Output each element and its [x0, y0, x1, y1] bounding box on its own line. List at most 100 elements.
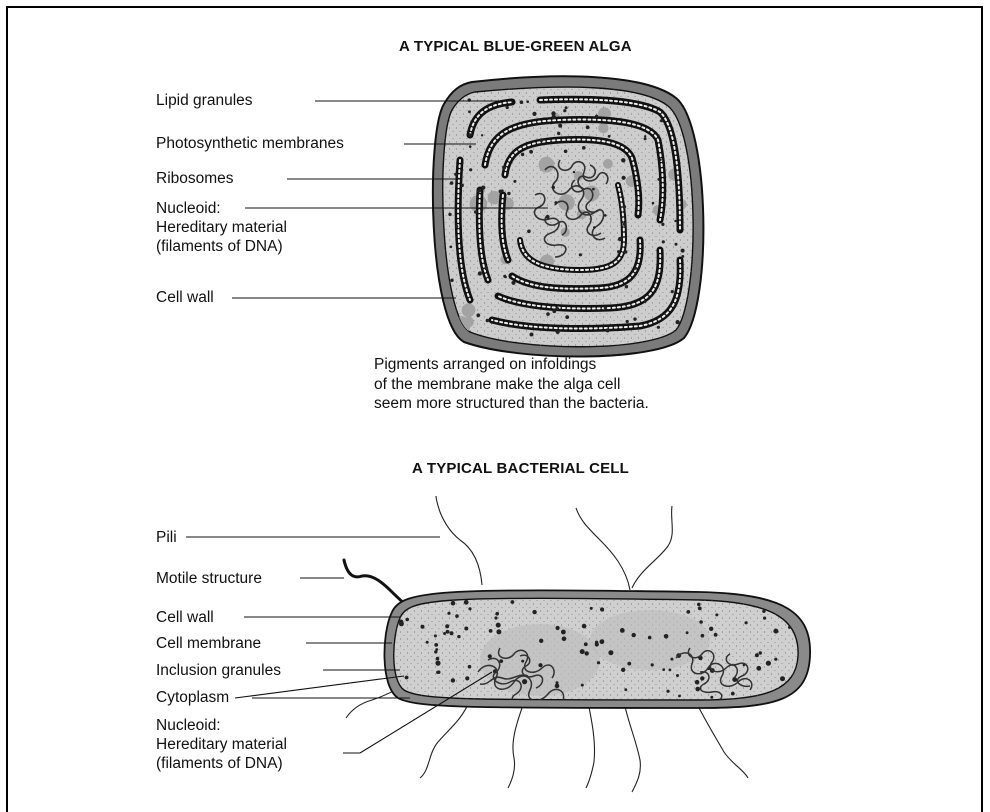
alga-title: A TYPICAL BLUE-GREEN ALGA — [399, 38, 632, 55]
ribosome — [521, 153, 524, 156]
label-bacterial-cell-wall: Cell wall — [156, 608, 214, 627]
inclusion-granule — [496, 623, 501, 628]
inclusion-granule — [451, 678, 455, 682]
ribosome — [644, 135, 646, 137]
ribosome — [565, 315, 569, 319]
inclusion-granule — [766, 661, 771, 666]
ribosome — [618, 237, 622, 241]
ribosome — [469, 145, 472, 148]
label-alga-cell-wall: Cell wall — [156, 288, 214, 307]
inclusion-granule — [608, 650, 613, 655]
ribosome — [676, 320, 680, 324]
label-cell-membrane: Cell membrane — [156, 634, 261, 653]
ribosome — [557, 132, 560, 135]
inclusion-granule — [695, 680, 700, 685]
ribosome — [476, 313, 480, 317]
inclusion-granule — [421, 625, 425, 629]
ribosome — [513, 180, 516, 183]
inclusion-granule — [435, 661, 440, 666]
inclusion-granule — [488, 654, 492, 658]
lipid-granule — [462, 303, 476, 317]
inclusion-granule — [699, 620, 703, 624]
inclusion-granule — [697, 603, 701, 607]
alga-nucleoid-line3: (filaments of DNA) — [156, 237, 287, 256]
ribosome — [450, 181, 454, 185]
ribosome — [644, 300, 647, 303]
ribosome — [450, 279, 453, 282]
ribosome — [563, 109, 566, 112]
ribosome — [623, 205, 627, 209]
inclusion-granule — [620, 628, 625, 633]
ribosome — [657, 178, 660, 181]
inclusion-granule — [538, 663, 542, 667]
ribosome — [681, 255, 684, 258]
inclusion-granule — [426, 641, 429, 644]
ribosome — [579, 253, 582, 256]
inclusion-granule — [701, 634, 705, 638]
ribosome — [532, 112, 536, 116]
inclusion-granule — [627, 662, 631, 666]
inclusion-granule — [715, 613, 718, 616]
inclusion-granule — [465, 676, 469, 680]
ribosome — [450, 246, 453, 249]
ribosome — [674, 220, 676, 222]
inclusion-granule — [595, 642, 599, 646]
alga-cell — [420, 70, 720, 370]
inclusion-granule — [755, 653, 759, 657]
inclusion-granule — [489, 629, 493, 633]
ribosome — [644, 137, 647, 140]
inclusion-granule — [695, 687, 700, 692]
alga-nucleoid-line1: Nucleoid: — [156, 199, 287, 218]
ribosome — [554, 201, 557, 204]
inclusion-granule — [700, 676, 704, 680]
ribosome — [626, 320, 629, 323]
ribosome — [461, 184, 464, 187]
inclusion-granule — [600, 607, 604, 611]
inclusion-granule — [434, 634, 437, 637]
ribosome — [593, 226, 596, 229]
inclusion-granule — [669, 669, 672, 672]
inclusion-granule — [522, 679, 527, 684]
ribosome — [503, 275, 506, 278]
ribosome — [481, 186, 485, 190]
label-cytoplasm: Cytoplasm — [156, 688, 229, 707]
ribosome — [662, 240, 665, 243]
ribosome — [556, 330, 560, 334]
inclusion-granule — [445, 624, 449, 628]
alga-nucleoid-line2: Hereditary material — [156, 218, 287, 237]
ribosome — [454, 173, 457, 176]
lipid-granule — [598, 123, 608, 133]
ribosome — [552, 186, 555, 189]
inclusion-granule — [434, 643, 438, 647]
inclusion-granule — [759, 651, 762, 654]
inclusion-granule — [600, 639, 605, 644]
inclusion-granule — [584, 642, 588, 646]
inclusion-granule — [666, 690, 669, 693]
ribosome — [621, 158, 625, 162]
bacterial-nucleoid-line3: (filaments of DNA) — [156, 754, 287, 773]
ribosome — [506, 106, 509, 109]
ribosome — [484, 266, 488, 270]
alga-caption-line2: of the membrane make the alga cell — [374, 375, 649, 395]
inclusion-granule — [446, 630, 450, 634]
inclusion-granule — [590, 607, 593, 610]
inclusion-granule — [447, 612, 450, 615]
label-ribosomes: Ribosomes — [156, 169, 234, 188]
ribosome — [659, 159, 661, 161]
alga-caption-line3: seem more structured than the bacteria. — [374, 394, 649, 414]
inclusion-granule — [555, 684, 560, 689]
inclusion-granule — [457, 635, 460, 638]
inclusion-granule — [709, 627, 713, 631]
ribosome — [671, 290, 674, 293]
inclusion-granule — [632, 633, 636, 637]
inclusion-granule — [763, 617, 766, 620]
ribosome — [478, 271, 482, 275]
inclusion-granule — [511, 600, 515, 604]
lipid-granule — [464, 317, 474, 327]
inclusion-granule — [624, 688, 627, 691]
ribosome — [681, 249, 685, 253]
inclusion-granule — [745, 621, 748, 624]
inclusion-granule — [670, 658, 673, 661]
inclusion-granule — [774, 658, 777, 661]
inclusion-granule — [521, 660, 524, 663]
